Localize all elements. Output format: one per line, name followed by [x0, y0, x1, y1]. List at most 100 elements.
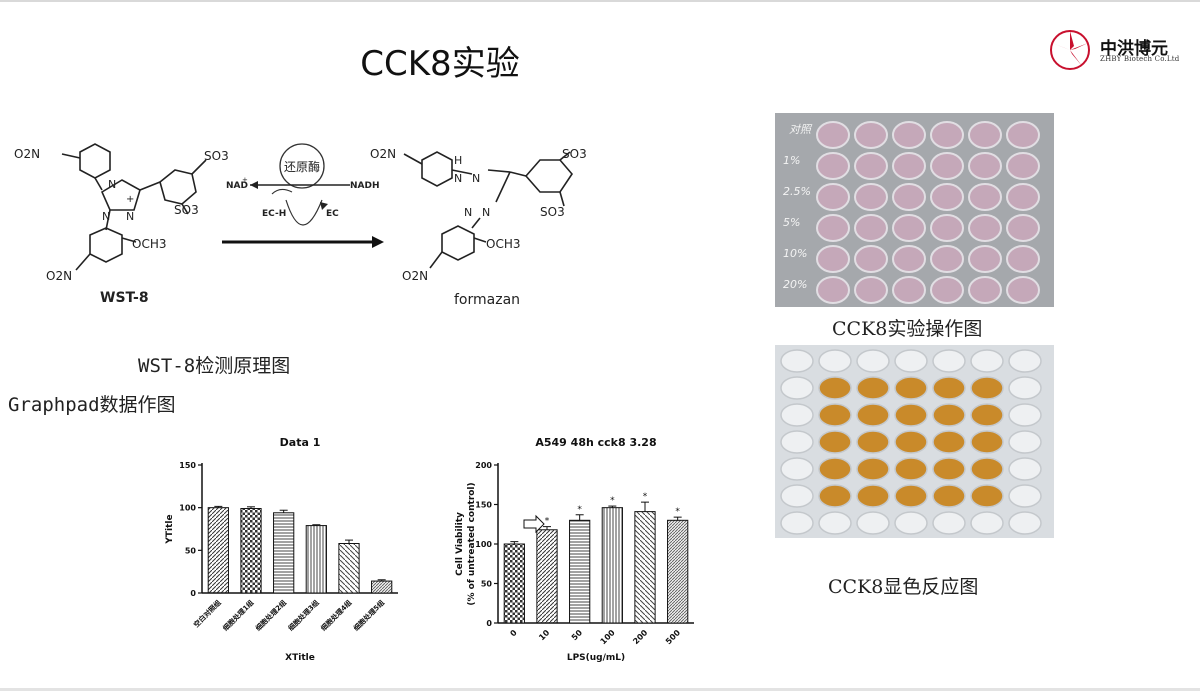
bar [667, 519, 689, 624]
plate-well [894, 457, 928, 481]
y-tick-label: 0 [190, 589, 196, 598]
bar [305, 525, 327, 594]
plate-well [816, 276, 850, 304]
bar [569, 519, 591, 624]
plate-well [970, 430, 1004, 454]
o2n-label-2: O2N [46, 269, 72, 283]
plate-well [970, 484, 1004, 508]
plate-well [968, 214, 1002, 242]
y-tick-label: 50 [185, 546, 197, 555]
plate-well [1008, 511, 1042, 535]
plate-well [856, 511, 890, 535]
plate-well [932, 430, 966, 454]
plate-well [894, 511, 928, 535]
svg-text:+: + [126, 194, 134, 205]
plate-well [930, 245, 964, 273]
significance-star: * [643, 492, 648, 502]
x-tick-label: 100 [599, 628, 617, 646]
plate-well [932, 511, 966, 535]
plate-well [1008, 484, 1042, 508]
plate-well [818, 403, 852, 427]
plate-well [1008, 376, 1042, 400]
wst8-caption: WST-8检测原理图 [138, 355, 291, 377]
svg-text:N: N [472, 172, 480, 185]
y-tick-label: 100 [475, 540, 492, 549]
plate-well [780, 349, 814, 373]
wst8-reaction-diagram: O2N N + N N SO3 SO3 OCH3 O2N WST-8 O2N H… [14, 143, 587, 308]
ec-label: EC [326, 209, 339, 219]
plate-well [930, 121, 964, 149]
x-tick-label: 细胞处理1组 [221, 598, 256, 633]
photo1-caption: CCK8实验操作图 [832, 318, 983, 340]
graphpad-label: Graphpad数据作图 [8, 394, 176, 416]
plate-well [894, 484, 928, 508]
plate-well [892, 152, 926, 180]
plate-well [1006, 276, 1040, 304]
o2n-label-3: O2N [370, 147, 396, 161]
y-tick-label: 50 [481, 580, 493, 589]
svg-text:N: N [126, 210, 134, 223]
y-tick-label: 150 [475, 501, 492, 510]
och3-label-1: OCH3 [132, 237, 166, 251]
plate-well [856, 430, 890, 454]
plate-well [930, 183, 964, 211]
x-tick-label: 200 [631, 628, 649, 646]
significance-star: * [577, 505, 582, 515]
bar [634, 511, 656, 624]
bar [273, 512, 295, 594]
plate-well [780, 484, 814, 508]
x-tick-label: 50 [570, 628, 585, 643]
plate-well [780, 511, 814, 535]
y-tick-label: 150 [179, 461, 196, 470]
bar [601, 507, 623, 624]
logo-english-name: ZHBY Biotech Co.Ltd [1100, 55, 1180, 63]
plate-well [816, 152, 850, 180]
plate-well [894, 403, 928, 427]
enzyme-label: 还原酶 [284, 159, 320, 174]
plate-well [856, 457, 890, 481]
plate-well [818, 376, 852, 400]
plate-well [930, 152, 964, 180]
svg-text:N: N [482, 206, 490, 219]
data1-bar-chart: Data 1050100150空白对照组细胞处理1组细胞处理2组细胞处理3组细胞… [165, 436, 398, 663]
plate-well [1006, 245, 1040, 273]
plate-well [932, 457, 966, 481]
bar [536, 529, 558, 624]
x-tick-label: 空白对照组 [192, 598, 223, 629]
plate-well [854, 276, 888, 304]
plate-well [856, 349, 890, 373]
wst8-name: WST-8 [100, 290, 149, 306]
so3-label-2: SO3 [174, 203, 199, 217]
nadh-label: NADH [350, 181, 380, 191]
plate-well [818, 457, 852, 481]
h-label: H [454, 154, 462, 167]
slide-title: CCK8实验 [360, 44, 520, 84]
x-tick-label: 0 [508, 628, 519, 639]
plate-handwritten-label: 5% [783, 216, 800, 229]
plate-well [854, 152, 888, 180]
plate-well [968, 152, 1002, 180]
significance-star: * [610, 496, 615, 506]
significance-star: * [545, 517, 550, 527]
plate-well [968, 245, 1002, 273]
bar [371, 580, 393, 594]
plate-well [892, 245, 926, 273]
plate-well [780, 403, 814, 427]
plate-well [780, 430, 814, 454]
plate-well [818, 484, 852, 508]
plate-handwritten-label: 20% [783, 278, 807, 291]
so3-label-3: SO3 [562, 147, 587, 161]
plate-well [854, 214, 888, 242]
plate-well [1006, 183, 1040, 211]
plate-well [856, 376, 890, 400]
photo2-caption: CCK8显色反应图 [828, 576, 979, 598]
plate-well [932, 349, 966, 373]
plate-well [968, 121, 1002, 149]
plate-well [892, 183, 926, 211]
plate-well [816, 183, 850, 211]
plate-well [856, 484, 890, 508]
company-logo: 中洪博元 ZHBY Biotech Co.Ltd [1048, 28, 1188, 72]
nad-plus-label: NAD [226, 181, 248, 191]
x-tick-label: 细胞处理5组 [352, 598, 387, 633]
x-tick-label: 10 [537, 628, 552, 643]
